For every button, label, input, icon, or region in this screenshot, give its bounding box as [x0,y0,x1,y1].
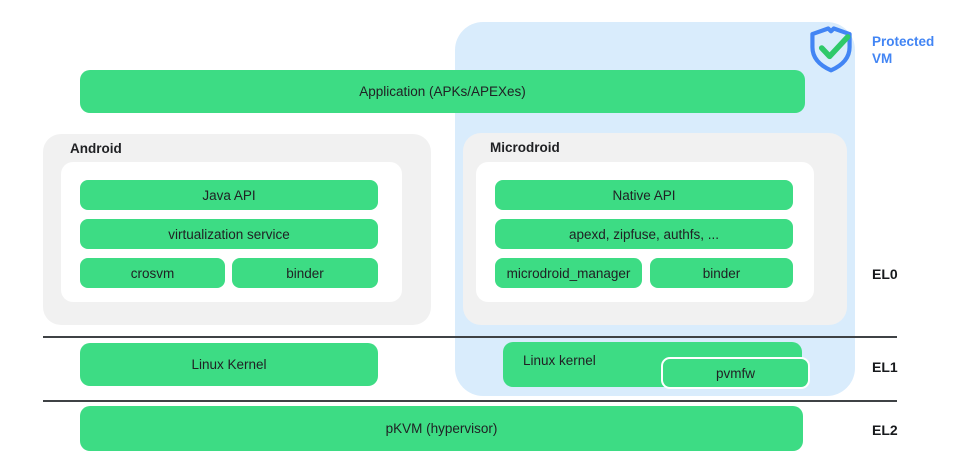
el0-label: EL0 [872,266,898,282]
virtualization-service-bar: virtualization service [80,219,378,249]
el1-el2-divider [43,400,897,402]
host-linux-kernel-bar: Linux Kernel [80,343,378,386]
crosvm-bar: crosvm [80,258,225,288]
el2-label: EL2 [872,422,898,438]
el0-el1-divider [43,336,897,338]
shield-check-icon [810,26,852,73]
protected-vm-label: Protected VM [872,34,935,66]
microdroid-binder-bar: binder [650,258,793,288]
java-api-bar: Java API [80,180,378,210]
native-api-bar: Native API [495,180,793,210]
application-bar: Application (APKs/APEXes) [80,70,805,113]
apexd-zipfuse-authfs-bar: apexd, zipfuse, authfs, ... [495,219,793,249]
pkvm-hypervisor-bar: pKVM (hypervisor) [80,406,803,451]
microdroid-manager-bar: microdroid_manager [495,258,642,288]
android-title: Android [70,141,122,156]
pvmfw-bar: pvmfw [661,357,810,389]
android-binder-bar: binder [232,258,378,288]
microdroid-title: Microdroid [490,140,560,155]
el1-label: EL1 [872,359,898,375]
